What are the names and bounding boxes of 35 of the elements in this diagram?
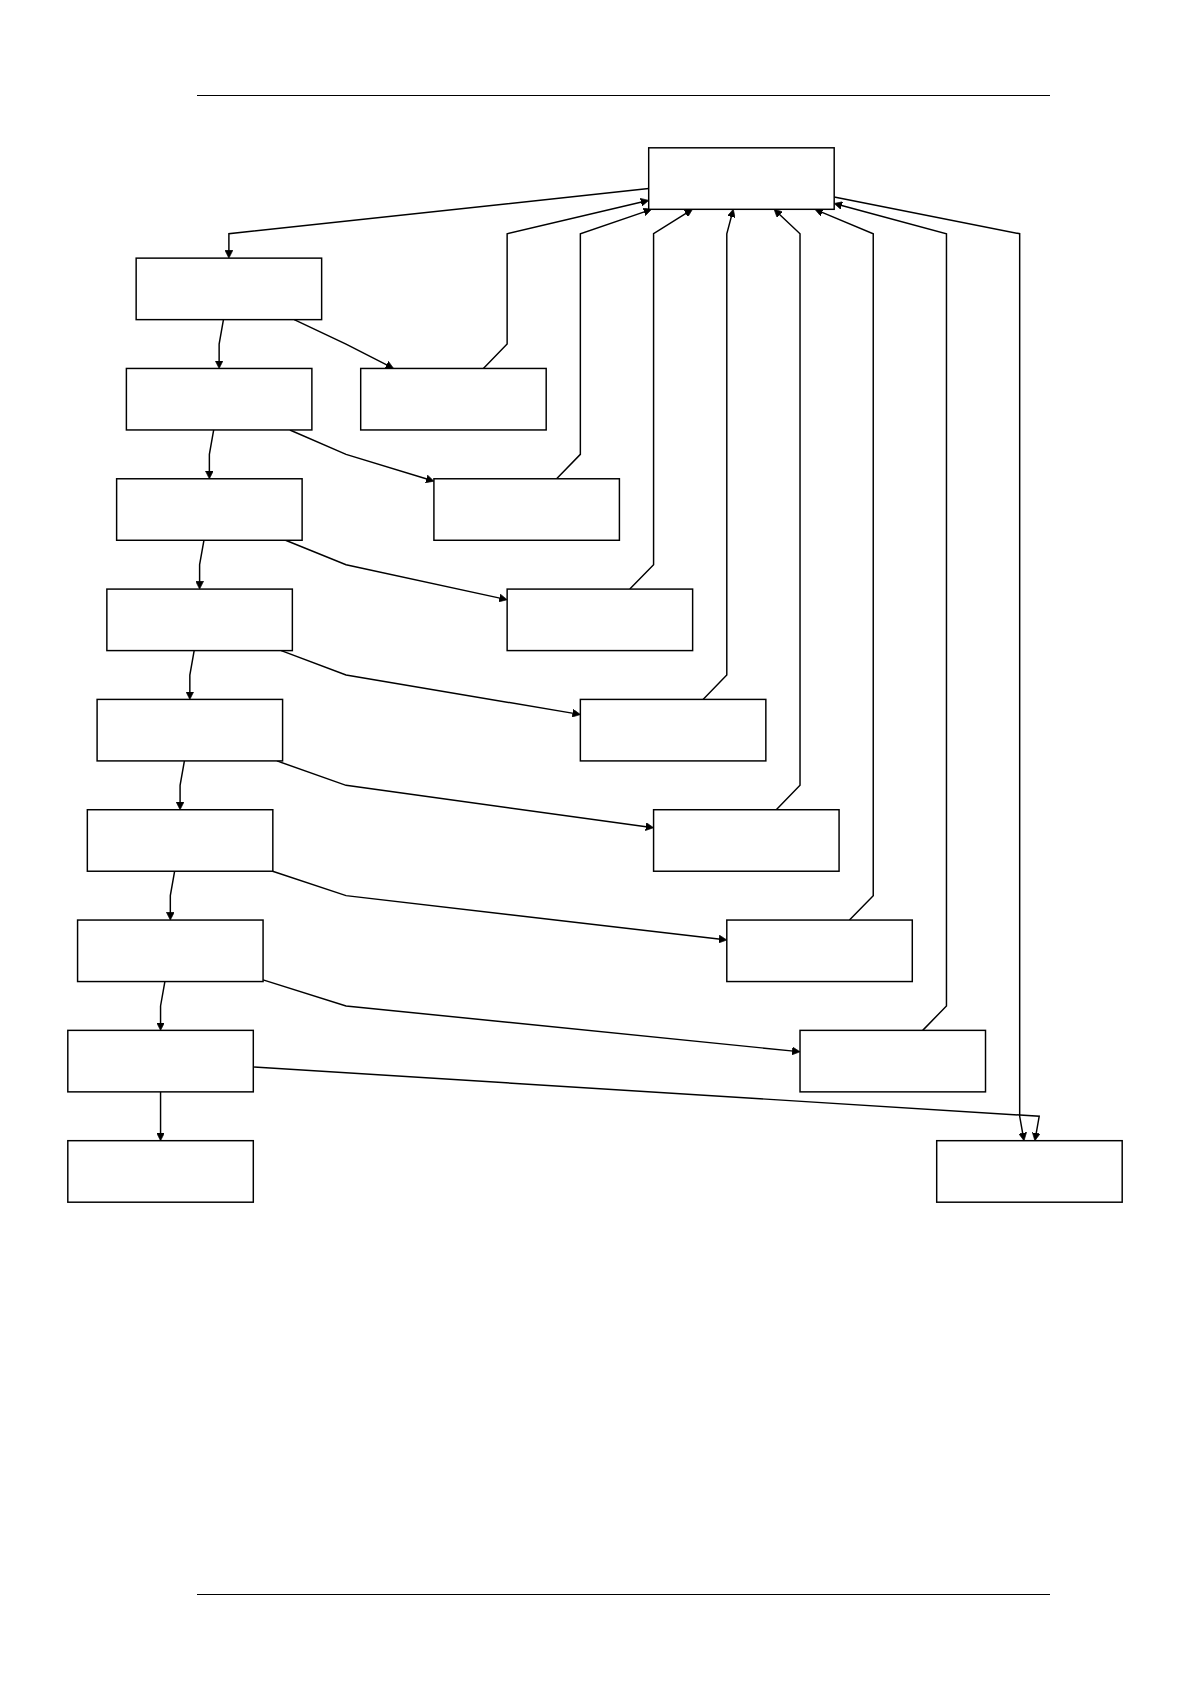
node-box: [506, 588, 694, 652]
arrow: [814, 208, 874, 921]
node-box: [96, 698, 284, 762]
node-box: [76, 919, 264, 983]
node-box: [799, 1029, 987, 1093]
node-box: [433, 478, 621, 541]
arrow: [702, 208, 736, 701]
node-box: [652, 809, 840, 872]
node-box: [726, 919, 913, 983]
arrow: [629, 208, 693, 590]
arrow: [166, 870, 176, 921]
arrow: [156, 1091, 165, 1142]
arrow: [276, 760, 654, 831]
node-box: [135, 257, 323, 321]
node-box: [115, 478, 303, 541]
arrow: [262, 979, 801, 1056]
arrow: [214, 318, 225, 369]
node-box: [935, 1139, 1123, 1203]
node-box: [67, 1139, 255, 1203]
arrow: [280, 649, 581, 718]
arrow: [185, 649, 195, 700]
node-box: [67, 1029, 255, 1093]
arrow: [773, 208, 801, 811]
arrow: [293, 318, 394, 369]
node-box: [106, 588, 294, 652]
node-box: [647, 147, 835, 211]
node-box: [86, 809, 274, 872]
arrow: [156, 980, 166, 1031]
node-box: [359, 367, 547, 431]
arrow: [205, 429, 215, 480]
arrow: [555, 207, 652, 480]
node-box: [579, 698, 767, 762]
arrow: [195, 539, 205, 590]
arrow: [175, 760, 186, 811]
node-box: [125, 367, 313, 431]
